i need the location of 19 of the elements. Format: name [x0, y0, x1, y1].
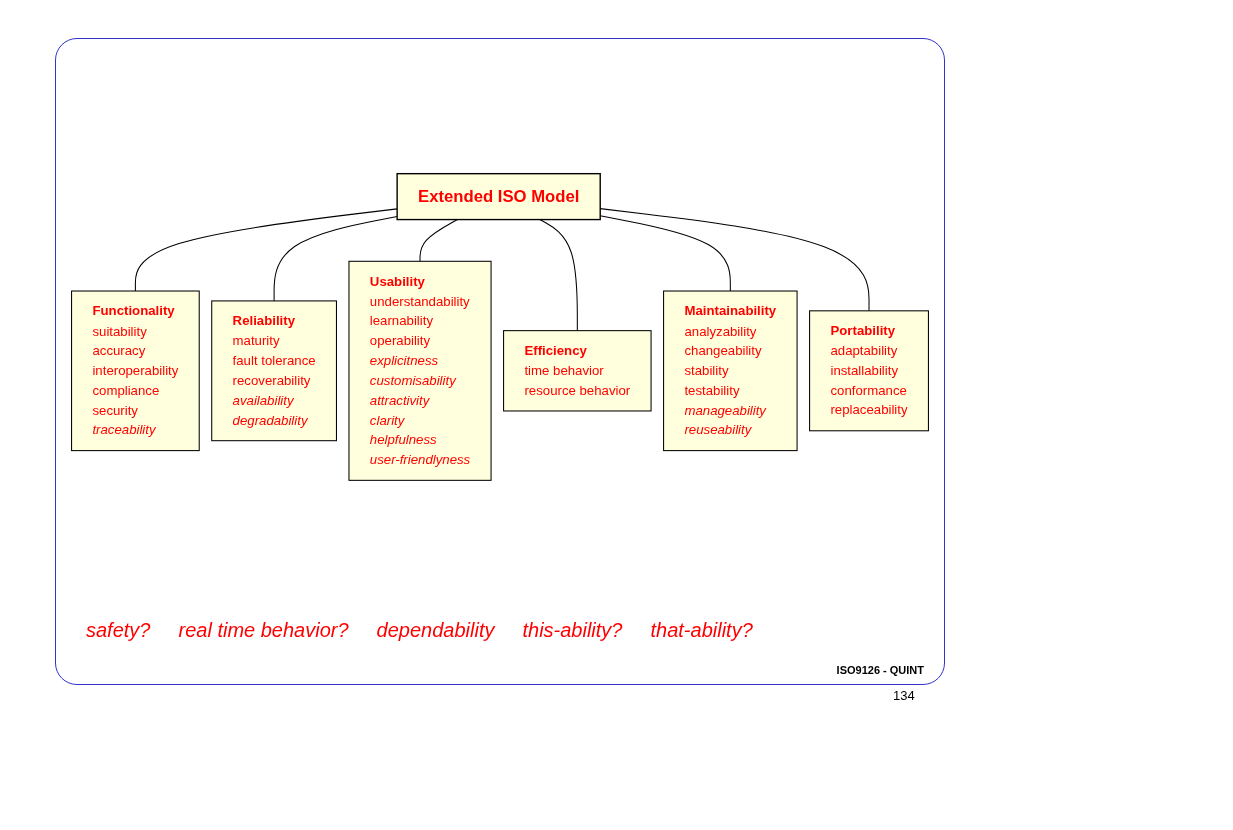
page-number: 134 — [893, 688, 915, 703]
note-text: safety? — [86, 619, 151, 642]
note-text: this-ability? — [522, 619, 623, 642]
node-box — [396, 172, 601, 221]
node-box — [211, 300, 337, 442]
node-box — [348, 260, 492, 481]
note-text: dependability — [376, 619, 495, 642]
note-text: real time behavior? — [178, 619, 349, 642]
node-box — [809, 310, 929, 432]
node-box — [663, 290, 798, 452]
footer-text: ISO9126 - QUINT — [836, 664, 924, 676]
slide-panel: Extended ISO Model Reliability maturity fault tolerance recoverability availability degradability Efficiency time behavior resource behavior Portability adaptability installability conformance replaceability Functionality suitability accuracy interoperability compliance security traceability Usability understandability learnability operability explicitness customisability attractivity clarity helpfulness user-friendlyness Maintainability analyzability changeability stability testability manageability reuseability safety? real time behavior? dependability this-ability? that-ability? ISO9126 - QUINT — [55, 38, 945, 685]
node-box — [503, 330, 652, 412]
connector — [273, 215, 398, 302]
connector — [419, 219, 458, 262]
node-box — [71, 290, 200, 452]
note-text: that-ability? — [650, 619, 753, 642]
connector — [134, 208, 398, 292]
connector — [539, 219, 578, 332]
